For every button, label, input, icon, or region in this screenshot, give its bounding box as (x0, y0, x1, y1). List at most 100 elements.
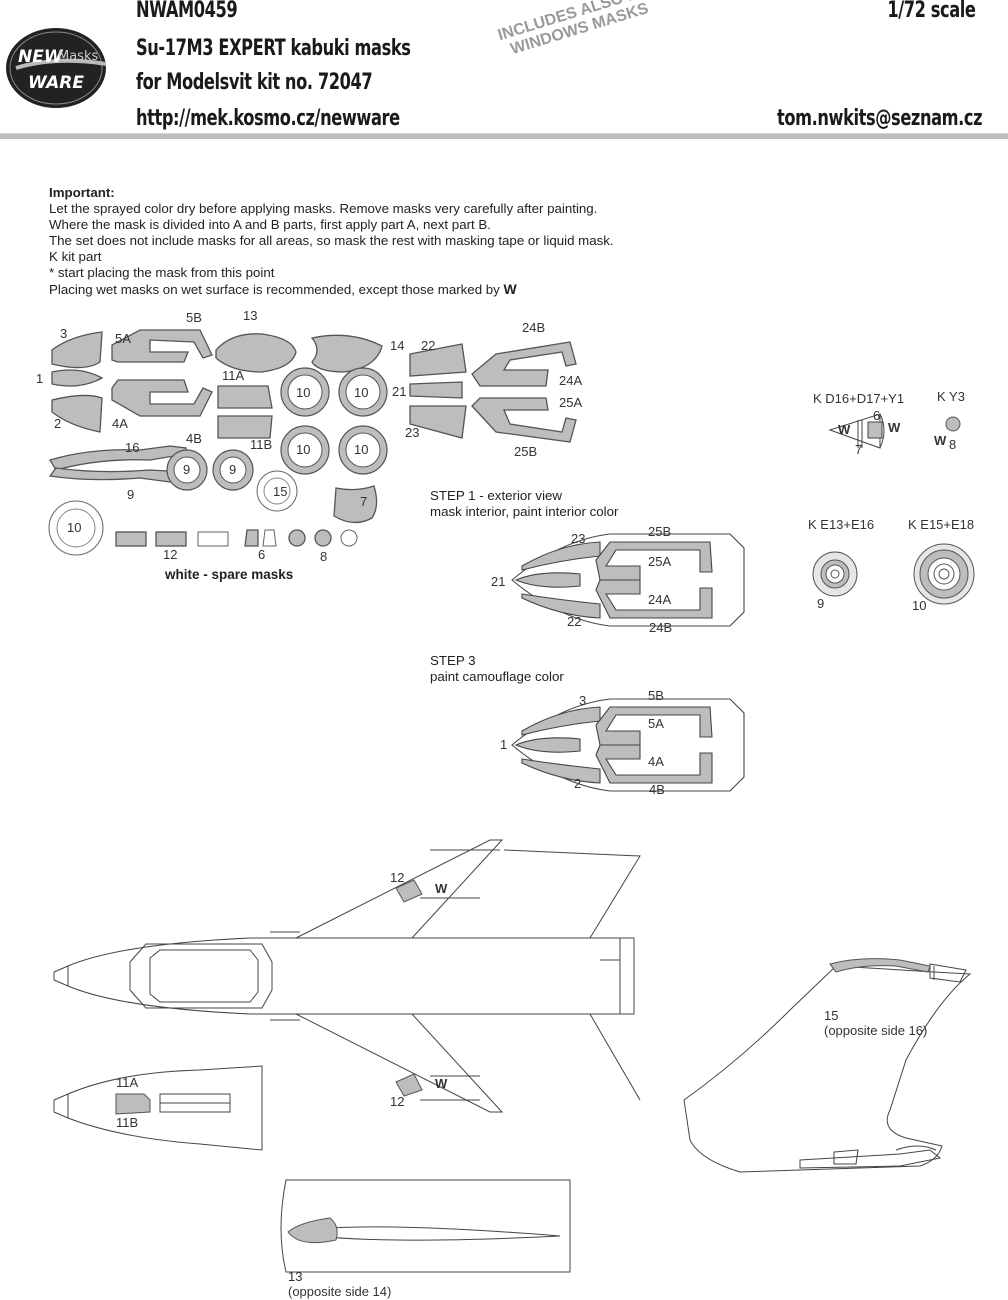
step1-label-24B: 24B (649, 620, 673, 635)
step1-label-25B: 25B (648, 524, 672, 539)
aircraft-nose-view (53, 1065, 263, 1151)
label-23: 23 (405, 425, 420, 440)
label-11B: 11B (250, 437, 273, 452)
header-divider (0, 133, 1008, 139)
mask-15 (48, 467, 187, 483)
wet-symbol: W (888, 420, 901, 435)
label-21: 21 (392, 384, 407, 399)
kit-y3-label: K Y3 (937, 389, 965, 404)
mask-21 (409, 381, 463, 399)
mask-1 (51, 369, 104, 387)
label-4A: 4A (112, 416, 128, 431)
notes-title: Important: (49, 185, 115, 200)
aircraft-side-view (683, 963, 972, 1173)
top-label-12: 12 (390, 1094, 405, 1109)
mask-2 (51, 394, 103, 433)
step3-desc: paint camouflage color (430, 669, 564, 684)
label-8: 8 (320, 549, 328, 564)
aircraft-bottom-view (280, 1179, 571, 1273)
label-7: 7 (360, 494, 368, 509)
label-13: 13 (243, 308, 258, 323)
wet-symbol: W (435, 1076, 448, 1091)
note-line: K kit part (49, 249, 102, 264)
email-link[interactable]: tom.nwkits@seznam.cz (776, 106, 983, 131)
mask-8b (314, 529, 332, 547)
wet-symbol: W (435, 881, 448, 896)
top-label-12: 12 (390, 870, 405, 885)
mask-5A (111, 329, 213, 363)
kit-reference: for Modelsvit kit no. 72047 (136, 70, 373, 95)
mask-3 (51, 331, 103, 369)
mask-11B (217, 415, 273, 439)
step3-canopy (511, 698, 745, 792)
logo-masks: Masks (58, 49, 98, 64)
kit-ring-e13 (812, 551, 858, 597)
product-title: Su-17M3 EXPERT kabuki masks (136, 36, 411, 61)
step1-label-25A: 25A (648, 554, 672, 569)
bottom-label-13: 13 (288, 1269, 303, 1284)
label-5B: 5B (186, 310, 202, 325)
label-10: 10 (296, 442, 311, 457)
side-label-15: 15 (824, 1008, 839, 1023)
mask-25B (471, 397, 577, 443)
label-15: 9 (127, 487, 135, 502)
bottom-label-opposite: (opposite side 14) (288, 1284, 392, 1299)
website-link[interactable]: http://mek.kosmo.cz/newware (136, 106, 400, 131)
mask-12a (115, 531, 147, 547)
step3-heading: STEP 3 paint camouflage color (430, 653, 564, 685)
ring-masks (48, 367, 388, 556)
step3-label-4B: 4B (649, 782, 665, 797)
step3-label-4A: 4A (648, 754, 664, 769)
spare-masks-note: white - spare masks (165, 567, 294, 582)
mask-8a (288, 529, 306, 547)
step1-label-22: 22 (567, 614, 582, 629)
kit-label-6: 6 (873, 408, 881, 423)
label-10: 10 (296, 385, 311, 400)
label-25B: 25B (514, 444, 538, 459)
nose-label-11A: 11A (116, 1075, 139, 1090)
label-2: 2 (54, 416, 62, 431)
kit-label-8: 8 (949, 437, 957, 452)
note-line: The set does not include masks for all a… (49, 233, 614, 248)
kit-e15-label: K E15+E18 (908, 517, 975, 532)
mask-6a (244, 529, 259, 547)
wet-symbol: W (934, 433, 947, 448)
product-code: NWAM0459 (136, 0, 238, 23)
aircraft-top-view (53, 839, 641, 1113)
step1-label-24A: 24A (648, 592, 672, 607)
step1-label-21: 21 (491, 574, 506, 589)
step3-label-1: 1 (500, 737, 508, 752)
mask-22 (409, 343, 467, 377)
side-label-opposite: (opposite side 16) (824, 1023, 928, 1038)
label-1: 1 (36, 371, 44, 386)
kit-d16-label: K D16+D17+Y1 (813, 391, 905, 406)
mask-11A (217, 385, 273, 409)
scale-label: 1/72 scale (887, 0, 977, 23)
label-9: 9 (229, 462, 237, 477)
label-25A: 25A (559, 395, 583, 410)
step3-label-5A: 5A (648, 716, 664, 731)
kit-y3-dot (945, 416, 961, 432)
mask-16 (49, 445, 187, 471)
step1-label-23: 23 (571, 531, 586, 546)
mask-7 (333, 485, 378, 524)
note-line: Let the sprayed color dry before applyin… (49, 201, 598, 216)
top-mask-12-upper (395, 879, 423, 903)
label-14: 14 (390, 338, 405, 353)
step3-label-3: 3 (579, 693, 587, 708)
label-3: 3 (60, 326, 68, 341)
kit-label-9: 9 (817, 596, 825, 611)
wet-symbol: W (503, 281, 517, 297)
step1-canopy (511, 533, 745, 627)
mask-24B (471, 341, 577, 387)
step3-label-5B: 5B (648, 688, 664, 703)
logo-ware: WARE (28, 73, 84, 93)
label-10: 10 (354, 442, 369, 457)
step3-title: STEP 3 (430, 653, 476, 668)
kit-label-10: 10 (912, 598, 927, 613)
label-16: 16 (125, 440, 140, 455)
wet-symbol: W (838, 422, 851, 437)
label-12: 12 (163, 547, 178, 562)
mask-14 (310, 334, 383, 373)
